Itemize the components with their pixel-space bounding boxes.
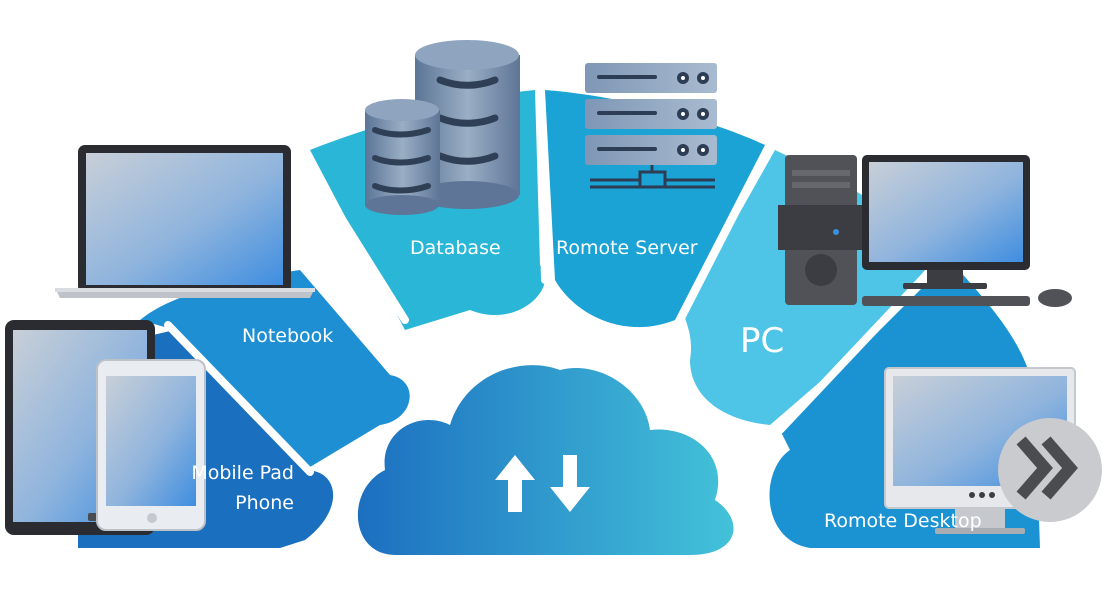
tablet-phone-icon	[5, 320, 206, 535]
desktop-computer-icon	[778, 155, 1072, 307]
segment-notebook	[140, 270, 410, 470]
server-label: Romote Server	[556, 237, 698, 259]
laptop-icon	[55, 145, 315, 298]
cloud-upload-download-icon	[357, 365, 734, 555]
remote-desktop-label: Romote Desktop	[824, 510, 982, 532]
mobile-label-line-1: Mobile Pad	[191, 462, 294, 484]
database-icon	[365, 40, 520, 215]
server-rack-icon	[585, 63, 717, 189]
mobile-label-line-2: Phone	[235, 492, 294, 514]
double-chevron-right-icon	[998, 418, 1102, 522]
database-label: Database	[410, 237, 501, 259]
pc-label: PC	[740, 321, 785, 361]
notebook-label: Notebook	[242, 325, 334, 347]
